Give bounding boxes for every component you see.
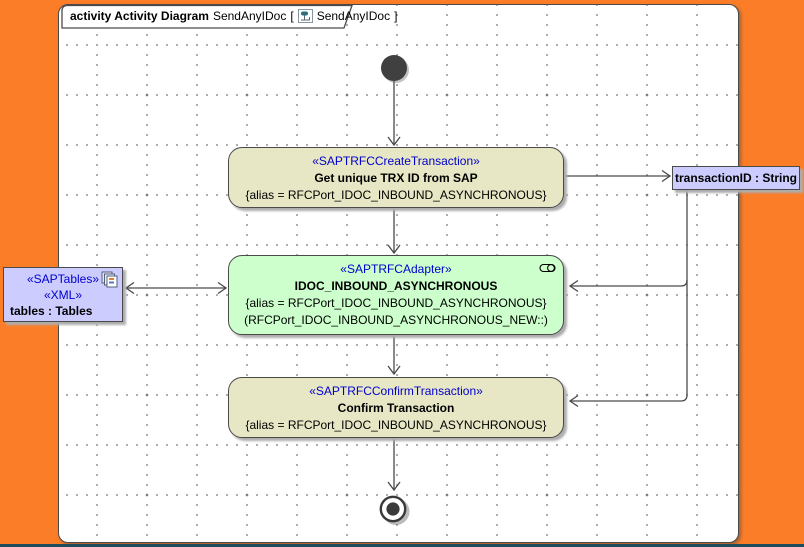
tab-close-bracket: ] [394, 9, 398, 23]
action-idoc-adapter[interactable]: «SAPTRFCAdapter» IDOC_INBOUND_ASYNCHRONO… [228, 255, 564, 335]
tab-open-bracket: [ [290, 9, 294, 23]
pin-label: transactionID : String [674, 171, 797, 185]
copies-icon [101, 271, 118, 292]
behavior-toggle-icon [539, 260, 557, 278]
frame-tab-shape[interactable] [61, 4, 353, 29]
control-flow-initial-to-create[interactable] [387, 81, 401, 147]
action-name: IDOC_INBOUND_ASYNCHRONOUS [294, 279, 498, 293]
window-bottom-edge [0, 544, 804, 547]
action-stereotype: «SAPTRFCAdapter» [340, 262, 452, 276]
action-name: Confirm Transaction [337, 401, 455, 415]
control-flow-adapter-to-confirm[interactable] [387, 335, 401, 376]
action-stereotype: «SAPTRFCCreateTransaction» [312, 154, 480, 168]
action-alias: {alias = RFCPort_IDOC_INBOUND_ASYNCHRONO… [245, 188, 547, 202]
initial-node[interactable] [381, 55, 407, 81]
action-detail: (RFCPort_IDOC_INBOUND_ASYNCHRONOUS_NEW::… [244, 313, 548, 327]
pin-tables[interactable]: «SAPTables» «XML» tables : Tables [3, 267, 123, 322]
action-confirm-transaction[interactable]: «SAPTRFCConfirmTransaction» Confirm Tran… [228, 377, 564, 438]
control-flow-create-to-adapter[interactable] [387, 208, 401, 255]
action-stereotype: «SAPTRFCConfirmTransaction» [309, 384, 483, 398]
activity-diagram-icon [297, 9, 313, 23]
object-flow-tables-to-adapter[interactable] [124, 281, 228, 295]
pin-label: tables : Tables [10, 304, 93, 318]
tab-ref-name: SendAnyIDoc [316, 9, 391, 23]
pin-transaction-id[interactable]: transactionID : String [672, 166, 800, 190]
tab-keyword: activity Activity Diagram [70, 9, 209, 23]
control-flow-confirm-to-final[interactable] [387, 438, 401, 492]
pin-stereotype: «XML» [43, 288, 83, 302]
diagram-frame-tab[interactable]: activity Activity Diagram SendAnyIDoc [ … [70, 9, 397, 23]
action-alias: {alias = RFCPort_IDOC_INBOUND_ASYNCHRONO… [245, 418, 547, 432]
final-node-core [386, 502, 400, 516]
object-flow-transactionid-to-actions[interactable] [568, 190, 688, 408]
action-name: Get unique TRX ID from SAP [314, 171, 478, 185]
action-create-transaction[interactable]: «SAPTRFCCreateTransaction» Get unique TR… [228, 147, 564, 208]
action-alias: {alias = RFCPort_IDOC_INBOUND_ASYNCHRONO… [245, 296, 547, 310]
pin-stereotype: «SAPTables» [26, 272, 100, 286]
tab-diagram-name: SendAnyIDoc [212, 9, 287, 23]
object-flow-create-to-transactionid[interactable] [564, 169, 672, 183]
